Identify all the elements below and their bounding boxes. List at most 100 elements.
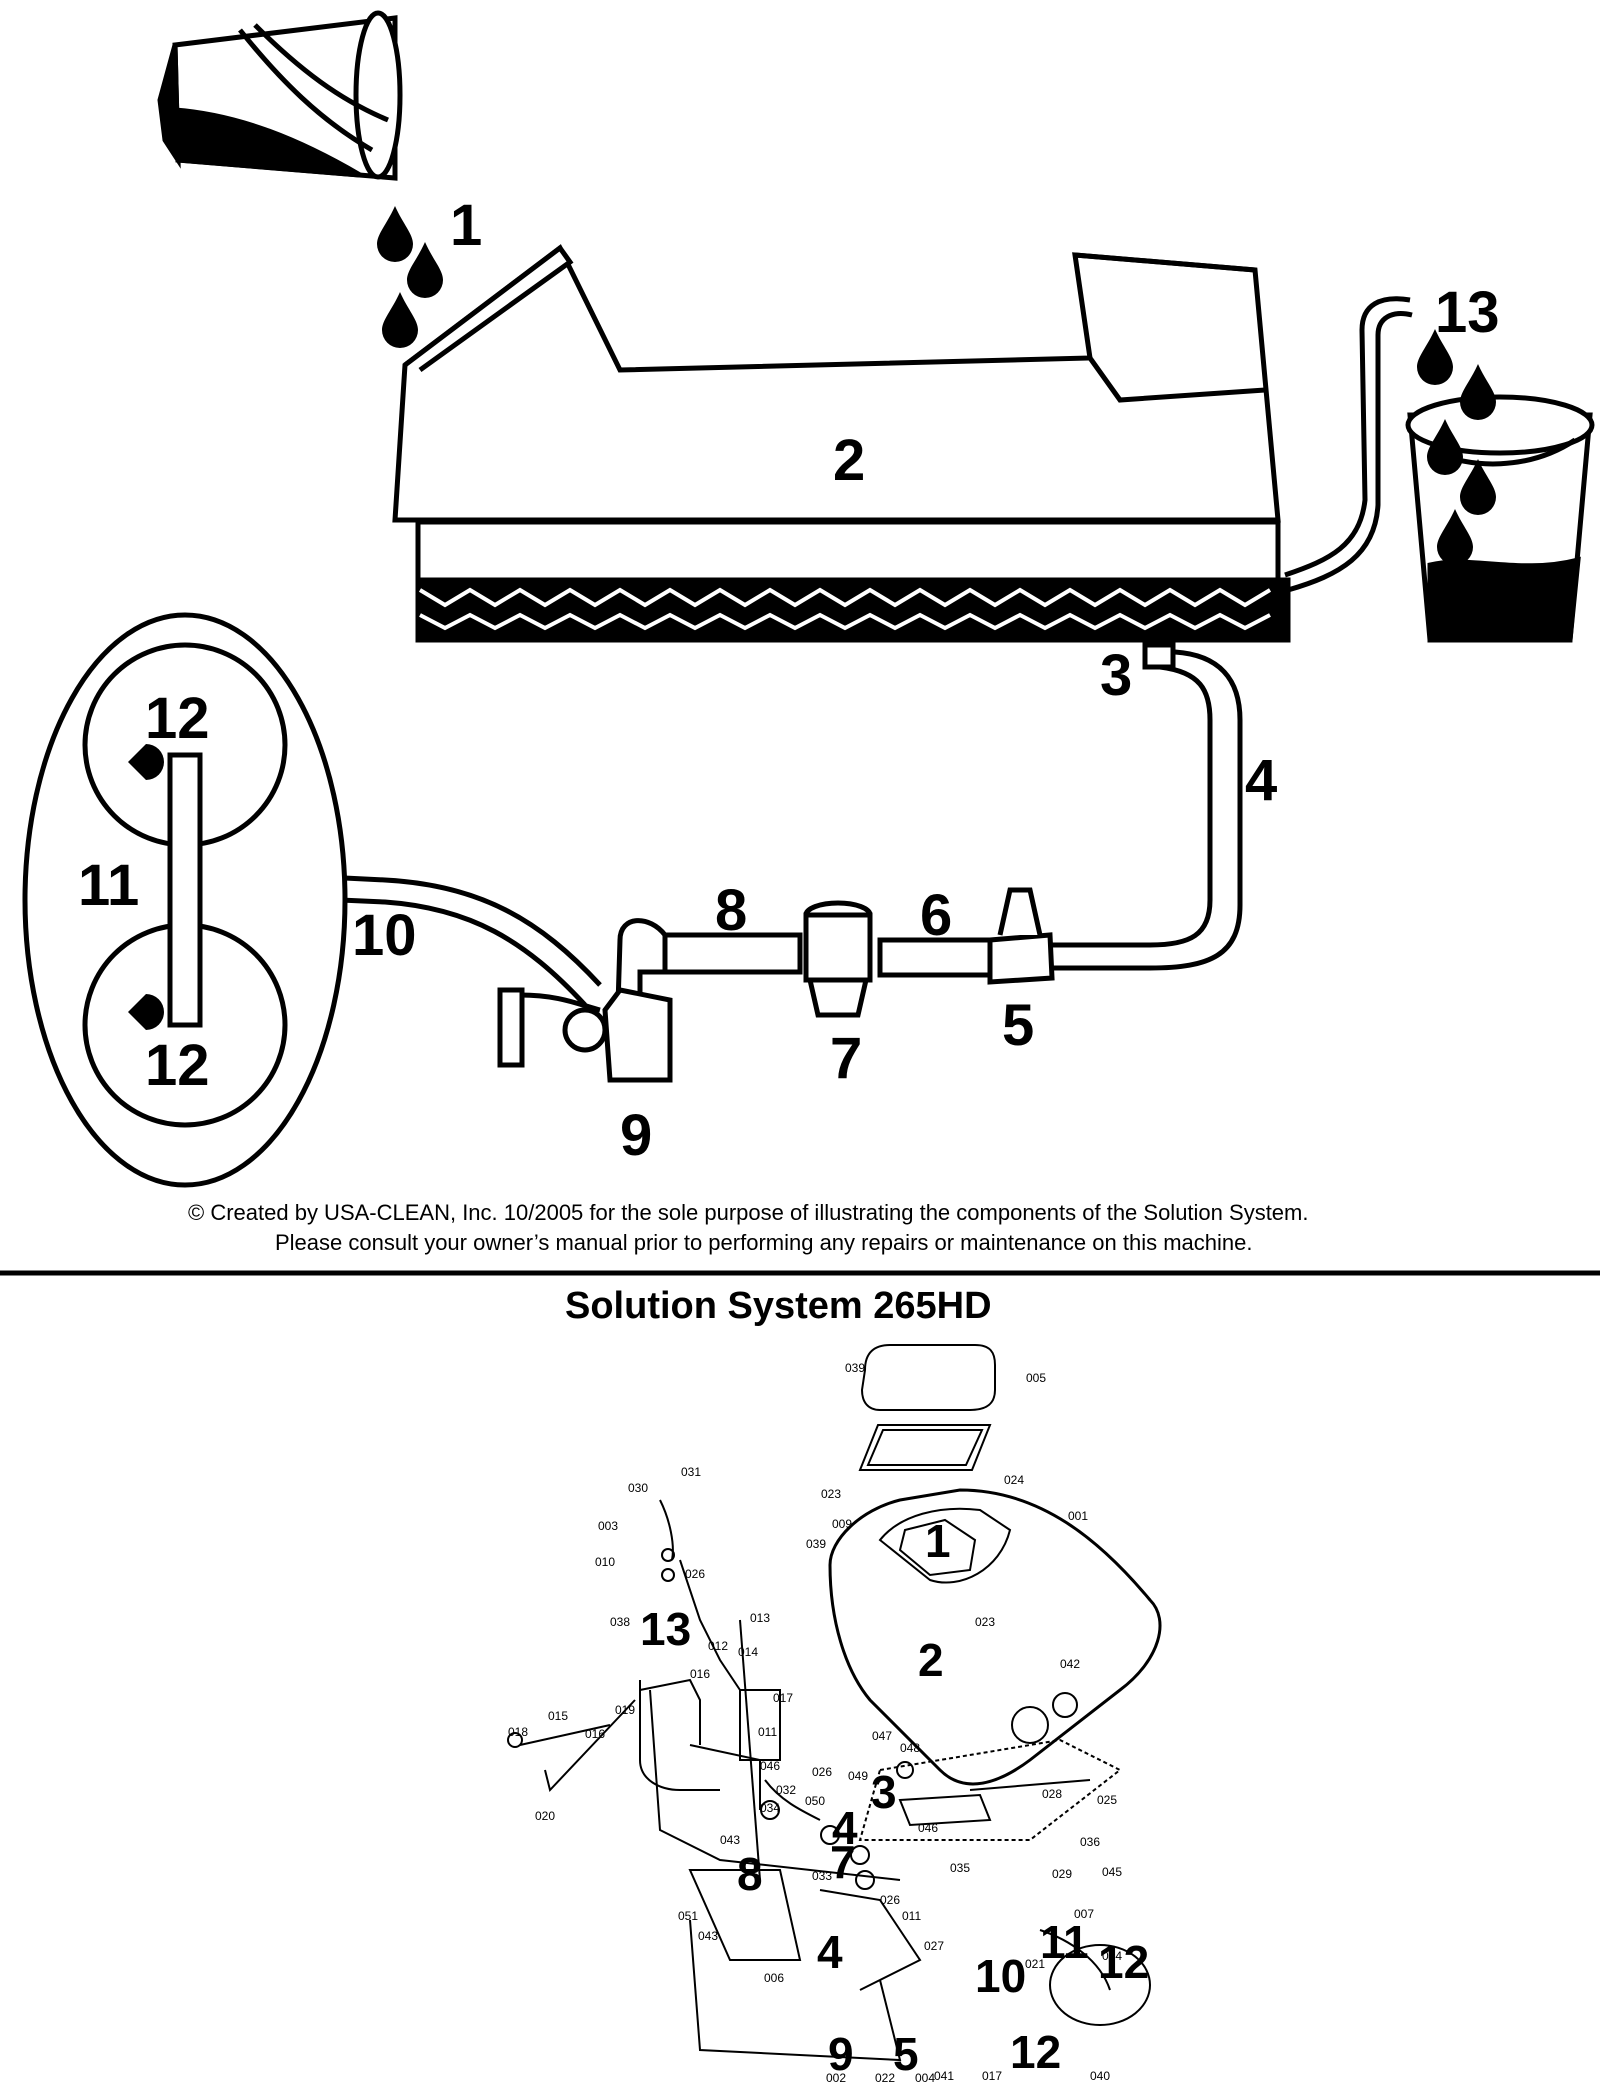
part-label: 033 xyxy=(812,1869,832,1883)
lower-callout-8: 8 xyxy=(737,1848,763,1900)
spray-tube-10 xyxy=(184,867,602,1007)
lower-callout-12b: 12 xyxy=(1098,1936,1149,1988)
part-label: 006 xyxy=(764,1971,784,1985)
part-label: 025 xyxy=(1097,1793,1117,1807)
part-label: 001 xyxy=(1068,1509,1088,1523)
part-label: 028 xyxy=(1042,1787,1062,1801)
part-label: 021 xyxy=(1025,1957,1045,1971)
lower-callout-9: 9 xyxy=(828,2028,854,2080)
part-label: 026 xyxy=(812,1765,832,1779)
part-label: 048 xyxy=(900,1741,920,1755)
lower-callout-4a: 4 xyxy=(832,1802,858,1854)
callout-8: 8 xyxy=(715,878,747,943)
lower-callout-1: 1 xyxy=(925,1515,951,1567)
part-label: 046 xyxy=(918,1821,938,1835)
caption-line-2: Please consult your owner’s manual prior… xyxy=(275,1230,1252,1255)
lower-callout-3: 3 xyxy=(871,1766,897,1818)
part-label: 039 xyxy=(806,1537,826,1551)
part-label: 005 xyxy=(1026,1371,1046,1385)
part-label: 049 xyxy=(848,1769,868,1783)
lower-callouts: 1 2 3 4 4 5 7 8 9 10 11 12 12 13 xyxy=(640,1515,1149,2080)
lower-callout-2: 2 xyxy=(918,1634,944,1686)
lower-callout-12a: 12 xyxy=(1010,2026,1061,2078)
part-label: 026 xyxy=(880,1893,900,1907)
part-label: 029 xyxy=(1052,1867,1072,1881)
part-label: 041 xyxy=(934,2069,954,2083)
part-label: 027 xyxy=(924,1939,944,1953)
part-label: 014 xyxy=(738,1645,758,1659)
part-label: 013 xyxy=(750,1611,770,1625)
part-label: 022 xyxy=(875,2071,895,2085)
part-label: 043 xyxy=(698,1929,718,1943)
lower-callout-11: 11 xyxy=(1040,1916,1089,1968)
part-label: 035 xyxy=(950,1861,970,1875)
callout-2: 2 xyxy=(833,428,865,493)
part-label: 045 xyxy=(1102,1865,1122,1879)
supply-hose-4 xyxy=(1050,642,1243,971)
callout-10: 10 xyxy=(352,903,417,968)
callout-12-bottom: 12 xyxy=(145,1033,210,1098)
lower-callout-5: 5 xyxy=(893,2028,919,2080)
part-label: 031 xyxy=(681,1465,701,1479)
callout-6: 6 xyxy=(920,883,952,948)
part-label: 016 xyxy=(690,1667,710,1681)
pouring-bucket-illustration xyxy=(157,10,403,181)
callout-11: 11 xyxy=(78,853,139,918)
part-label: 023 xyxy=(975,1615,995,1629)
callout-3: 3 xyxy=(1100,643,1132,708)
part-label: 047 xyxy=(872,1729,892,1743)
part-label: 016 xyxy=(585,1727,605,1741)
callout-1: 1 xyxy=(450,193,482,258)
part-label: 036 xyxy=(1080,1835,1100,1849)
part-label: 024 xyxy=(1004,1473,1024,1487)
part-label: 010 xyxy=(595,1555,615,1569)
part-label: 039 xyxy=(845,1361,865,1375)
recovery-hose xyxy=(1284,296,1413,593)
caption-line-1: © Created by USA-CLEAN, Inc. 10/2005 for… xyxy=(188,1200,1308,1225)
part-label: 011 xyxy=(758,1725,777,1739)
callout-4: 4 xyxy=(1245,748,1277,813)
part-label: 012 xyxy=(708,1639,728,1653)
lower-callout-13: 13 xyxy=(640,1603,691,1655)
part-label: 007 xyxy=(1074,1907,1094,1921)
pump-and-valve-assembly xyxy=(497,887,1055,1083)
lower-callout-7: 7 xyxy=(830,1836,856,1888)
recovery-bucket-illustration xyxy=(1405,394,1595,643)
part-label: 020 xyxy=(535,1809,555,1823)
part-label: 034 xyxy=(760,1801,780,1815)
upper-callouts: 1 2 3 4 5 6 7 8 9 10 11 12 12 13 xyxy=(78,193,1500,1168)
part-label: 002 xyxy=(826,2071,846,2085)
exploded-view-drawing xyxy=(507,1344,1162,2062)
part-label: 046 xyxy=(760,1759,780,1773)
part-label: 017 xyxy=(982,2069,1002,2083)
part-label: 011 xyxy=(902,1909,921,1923)
part-label: 019 xyxy=(615,1703,635,1717)
brush-heads-11-12 xyxy=(22,612,348,1188)
callout-5: 5 xyxy=(1002,993,1034,1058)
lower-callout-4b: 4 xyxy=(817,1926,843,1978)
exploded-view-title: Solution System 265HD xyxy=(565,1285,992,1327)
part-label: 044 xyxy=(1102,1949,1122,1963)
jets-12 xyxy=(128,744,164,1030)
part-label: 040 xyxy=(1090,2069,1110,2083)
part-label: 017 xyxy=(773,1691,793,1705)
part-label: 042 xyxy=(1060,1657,1080,1671)
part-label: 015 xyxy=(548,1709,568,1723)
callout-13: 13 xyxy=(1435,280,1500,345)
part-label: 009 xyxy=(832,1517,852,1531)
part-label: 050 xyxy=(805,1794,825,1808)
part-label: 038 xyxy=(610,1615,630,1629)
solution-tank xyxy=(392,244,1291,643)
part-label: 003 xyxy=(598,1519,618,1533)
part-number-labels: 039 005 024 023 009 039 001 023 030 031 … xyxy=(508,1361,1122,2085)
part-label: 018 xyxy=(508,1725,528,1739)
part-label: 026 xyxy=(685,1567,705,1581)
part-label: 043 xyxy=(720,1833,740,1847)
part-label: 032 xyxy=(776,1783,796,1797)
callout-7: 7 xyxy=(830,1026,862,1091)
lower-callout-10: 10 xyxy=(975,1950,1026,2002)
callout-12-top: 12 xyxy=(145,686,210,751)
part-label: 004 xyxy=(915,2071,935,2085)
part-label: 023 xyxy=(821,1487,841,1501)
